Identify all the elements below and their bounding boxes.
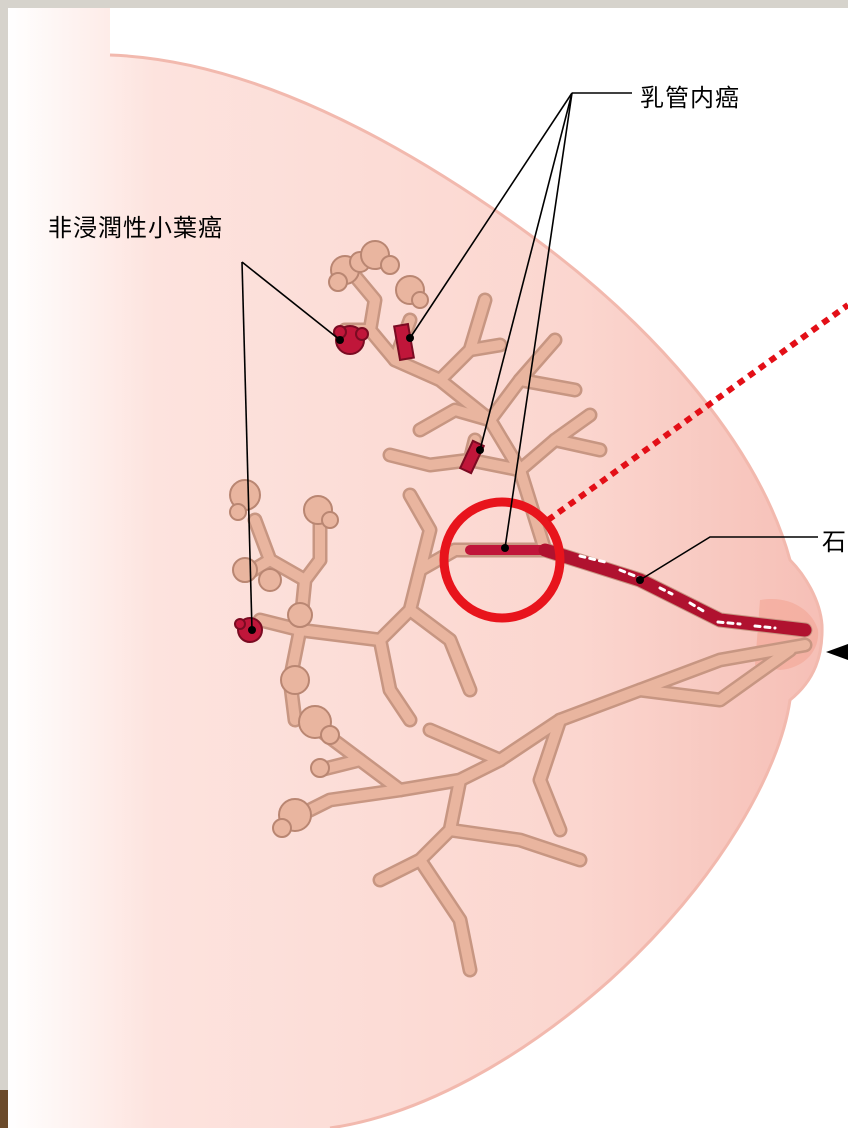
label-lobular-carcinoma: 非浸潤性小葉癌 [48,208,223,243]
label-ductal-carcinoma: 乳管内癌 [640,78,740,113]
nipple-arrow [826,644,848,660]
label-calcification: 石 [822,522,847,557]
